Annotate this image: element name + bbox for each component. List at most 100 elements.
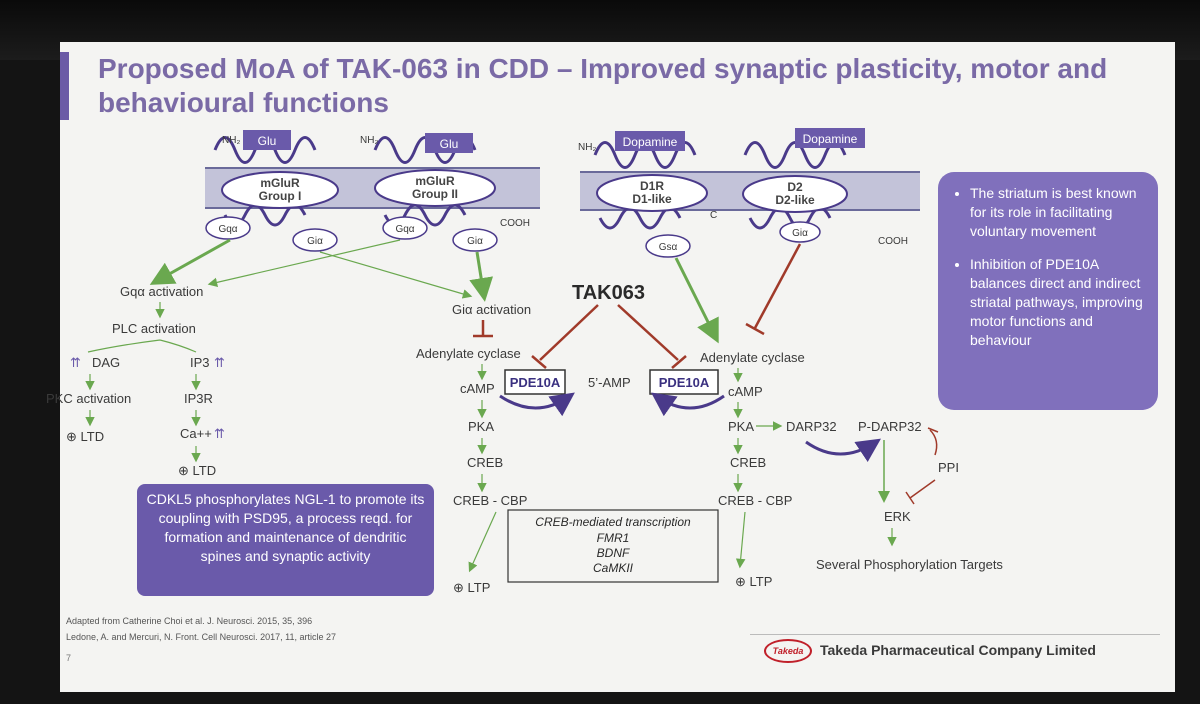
inhibit-pdarp-to-ppi bbox=[929, 429, 938, 456]
gi-label-2: Giα bbox=[467, 236, 483, 247]
ligand-badge-dopamine-2 bbox=[795, 128, 865, 148]
adenylate-cyclase-left: Adenylate cyclase bbox=[416, 346, 521, 361]
nh2-label-3: NH₂ bbox=[578, 142, 596, 153]
takeda-logo: Takeda bbox=[764, 639, 812, 663]
cdkl5-info-box: CDKL5 phosphorylates NGL-1 to promote it… bbox=[137, 484, 434, 596]
ligand-badge-glu-1 bbox=[243, 130, 291, 150]
gs-label: Gsα bbox=[659, 242, 678, 253]
receptor-group-4: D2-like bbox=[775, 193, 815, 207]
gi-label-1: Giα bbox=[307, 236, 323, 247]
dag-up-arrows-icon: ⇈ bbox=[70, 355, 81, 370]
pde10a-right: PDE10A bbox=[659, 375, 710, 390]
darp32-phosphorylation-arrow bbox=[805, 438, 881, 462]
gq-label-1: Gqα bbox=[218, 224, 237, 235]
inhibit-tak-to-pde-left bbox=[539, 304, 599, 361]
camp-left: cAMP bbox=[460, 381, 495, 396]
ca-label: Ca++ bbox=[180, 426, 212, 441]
plc-activation: PLC activation bbox=[112, 321, 196, 336]
ip3r-label: IP3R bbox=[184, 391, 213, 406]
gene-bdnf: BDNF bbox=[597, 546, 630, 560]
pde10a-box-left bbox=[504, 369, 566, 395]
receptor-name-2: mGluR bbox=[415, 174, 455, 188]
ligand-badge-dopamine-1 bbox=[615, 131, 685, 151]
erk-label: ERK bbox=[884, 509, 911, 524]
striatum-bullet-1: The striatum is best known for its role … bbox=[970, 184, 1144, 241]
gene-camkii: CaMKII bbox=[593, 561, 634, 575]
pde10a-left: PDE10A bbox=[510, 375, 561, 390]
ca-up-arrows-icon: ⇈ bbox=[214, 426, 225, 441]
camp-right: cAMP bbox=[728, 384, 763, 399]
creb-right: CREB bbox=[730, 455, 766, 470]
pkc-activation: PKC activation bbox=[46, 391, 131, 406]
creb-cbp-right: CREB - CBP bbox=[718, 493, 792, 508]
inhibit-bar-erk bbox=[905, 491, 915, 505]
phosphorylation-targets: Several Phosphorylation Targets bbox=[816, 557, 1003, 572]
receptor-group-2: Group II bbox=[412, 187, 458, 201]
receptor-d2 bbox=[742, 175, 848, 213]
ltd-label-1: ⊕ LTD bbox=[66, 429, 104, 444]
inhibit-ppi-to-erk bbox=[909, 479, 936, 499]
receptor-name-1: mGluR bbox=[260, 176, 300, 190]
inhibit-bar-pde-left bbox=[531, 355, 547, 369]
gq-bubble-1 bbox=[205, 216, 251, 240]
ligand-dopamine-2: Dopamine bbox=[803, 132, 858, 146]
pka-left: PKA bbox=[468, 419, 494, 434]
gi-label-d2: Giα bbox=[792, 228, 808, 239]
cooh-label-4: COOH bbox=[878, 236, 908, 247]
ltd-label-2: ⊕ LTD bbox=[178, 463, 216, 478]
pde10a-box-right bbox=[649, 369, 719, 395]
receptor-mglur-group2 bbox=[374, 169, 496, 207]
gi-bubble-1 bbox=[292, 228, 338, 252]
receptor-name-3: D1R bbox=[640, 179, 664, 193]
arrow-gq2-to-gq-activation bbox=[207, 239, 401, 288]
creb-box-title: CREB-mediated transcription bbox=[535, 515, 691, 529]
pde-right-curve-arrow bbox=[651, 392, 725, 417]
gi-activation: Giα activation bbox=[452, 302, 531, 317]
ligand-glu-2: Glu bbox=[440, 137, 459, 151]
creb-transcription-box bbox=[507, 509, 719, 583]
c-terminal-label: C bbox=[710, 210, 717, 221]
gi-bubble-d2 bbox=[779, 221, 821, 243]
nh2-label-1: NH₂ bbox=[222, 135, 240, 146]
slide-title: Proposed MoA of TAK-063 in CDD – Improve… bbox=[98, 53, 1108, 118]
ltp-left: ⊕ LTP bbox=[453, 580, 490, 595]
creb-left: CREB bbox=[467, 455, 503, 470]
gs-bubble bbox=[645, 234, 691, 258]
page-number: 7 bbox=[66, 653, 72, 663]
ligand-dopamine-1: Dopamine bbox=[623, 135, 678, 149]
ip3-up-arrows-icon: ⇈ bbox=[214, 355, 225, 370]
gi-bubble-2 bbox=[452, 228, 498, 252]
amp-label: 5’-AMP bbox=[588, 375, 631, 390]
reference-1: Adapted from Catherine Choi et al. J. Ne… bbox=[66, 616, 313, 626]
arrow-cbp-to-ltp-right bbox=[735, 511, 746, 569]
creb-cbp-left: CREB - CBP bbox=[453, 493, 527, 508]
company-name: Takeda Pharmaceutical Company Limited bbox=[820, 642, 1096, 658]
adenylate-cyclase-right: Adenylate cyclase bbox=[700, 350, 805, 365]
receptor-group-3: D1-like bbox=[632, 192, 672, 206]
receptor-mglur-group1 bbox=[221, 171, 339, 209]
ip3-label: IP3 bbox=[190, 355, 210, 370]
ltp-right: ⊕ LTP bbox=[735, 574, 772, 589]
reference-2: Ledone, A. and Mercuri, N. Front. Cell N… bbox=[66, 632, 336, 642]
arrow-gi1-to-gi-activation bbox=[319, 251, 473, 299]
striatum-info-box: The striatum is best known for its role … bbox=[938, 172, 1158, 410]
gq-bubble-2 bbox=[382, 216, 428, 240]
pka-right: PKA bbox=[728, 419, 754, 434]
footer-divider bbox=[750, 634, 1160, 635]
ligand-glu-1: Glu bbox=[258, 134, 277, 148]
arrow-plc-split bbox=[87, 339, 197, 353]
arrow-gi2-to-gi-activation bbox=[469, 251, 494, 302]
striatum-bullet-2: Inhibition of PDE10A balances direct and… bbox=[970, 255, 1144, 350]
dag-label: DAG bbox=[92, 355, 120, 370]
cooh-label-2: COOH bbox=[500, 218, 530, 229]
gq-label-2: Gqα bbox=[395, 224, 414, 235]
receptor-d1r bbox=[596, 174, 708, 212]
ligand-badge-glu-2 bbox=[425, 133, 473, 153]
darp32-label: DARP32 bbox=[786, 419, 837, 434]
arrow-gs-to-ac bbox=[674, 257, 719, 344]
inhibit-bar-pde-right bbox=[671, 355, 687, 369]
nh2-label-2: NH₂ bbox=[360, 135, 378, 146]
p-darp32-label: P-DARP32 bbox=[858, 419, 922, 434]
arrow-cbp-to-ltp-left bbox=[468, 511, 497, 573]
